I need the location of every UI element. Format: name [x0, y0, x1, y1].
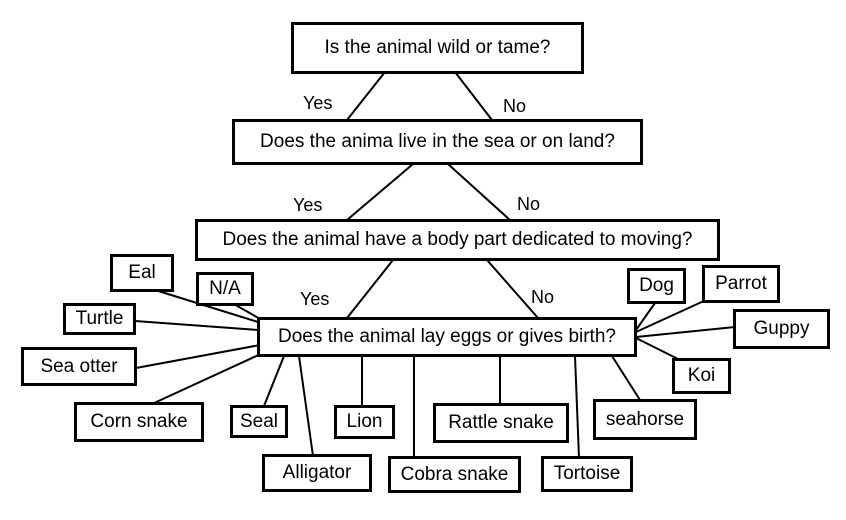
connector-q2-no [447, 163, 511, 221]
no-label-q1: No [503, 96, 527, 116]
connector-parrot [635, 299, 707, 333]
yes-label-q3: Yes [300, 289, 330, 309]
animal-eal: Eal [110, 254, 174, 292]
animal-guppy: Guppy [733, 309, 830, 349]
animal-eal-text: Eal [128, 262, 156, 283]
connector-q3-yes [346, 259, 394, 319]
no-label-q2: No [517, 194, 541, 214]
animal-sea-otter: Sea otter [21, 347, 137, 386]
animal-corn-snake: Corn snake [74, 402, 204, 442]
connector-eal [154, 289, 259, 323]
animal-lion: Lion [334, 405, 395, 439]
animal-guppy-text: Guppy [753, 318, 810, 339]
animal-rattle-snake-text: Rattle snake [448, 412, 554, 433]
animal-dog-text: Dog [639, 275, 674, 296]
question-wild-or-tame: Is the animal wild or tame? [291, 22, 584, 74]
question-eggs-or-birth: Does the animal lay eggs or gives birth? [257, 317, 637, 357]
question-eggs-or-birth-text: Does the animal lay eggs or gives birth? [278, 326, 616, 347]
yes-label-q1: Yes [303, 93, 333, 113]
animal-koi-text: Koi [687, 365, 716, 386]
connector-seahorse [611, 355, 641, 401]
connector-guppy [635, 326, 736, 338]
animal-na-text: N/A [209, 278, 241, 299]
connector-corn-snake [151, 351, 266, 405]
animal-tortoise-text: Tortoise [553, 463, 621, 484]
no-label-q3: No [531, 287, 555, 307]
animal-seahorse-text: seahorse [605, 408, 685, 430]
animal-seal-text: Seal [239, 410, 279, 432]
animal-cobra-snake: Cobra snake [388, 456, 521, 493]
animal-turtle: Turtle [63, 303, 136, 335]
animal-cobra-snake-text: Cobra snake [400, 463, 509, 485]
connector-dog [635, 302, 656, 331]
animal-koi: Koi [672, 358, 731, 394]
animal-sea-otter-text: Sea otter [40, 355, 118, 377]
connector-q1-no [454, 71, 493, 121]
animal-parrot: Parrot [702, 265, 780, 303]
animal-dog: Dog [627, 268, 686, 304]
connector-q3-no [486, 259, 539, 319]
animal-alligator: Alligator [262, 454, 372, 492]
connector-turtle [134, 320, 259, 331]
animal-seahorse: seahorse [593, 399, 697, 440]
animal-lion-text: Lion [346, 411, 383, 432]
connector-koi [635, 337, 681, 361]
question-sea-or-land-text: Does the anima live in the sea or on lan… [260, 131, 615, 152]
question-body-part-moving: Does the animal have a body part dedicat… [195, 219, 720, 261]
connector-tortoise [574, 355, 580, 459]
animal-tortoise: Tortoise [541, 456, 633, 492]
connector-sea-otter [135, 344, 261, 369]
connector-q2-yes [346, 163, 414, 221]
animal-corn-snake-text: Corn snake [90, 411, 188, 432]
animal-parrot-text: Parrot [715, 273, 767, 294]
connector-q1-yes [346, 71, 386, 121]
yes-label-q2: Yes [293, 195, 323, 215]
connector-seal [263, 355, 285, 407]
animal-rattle-snake: Rattle snake [433, 403, 569, 443]
question-sea-or-land: Does the anima live in the sea or on lan… [232, 119, 643, 165]
connector-alligator [298, 355, 314, 457]
question-body-part-moving-text: Does the animal have a body part dedicat… [222, 229, 693, 250]
animal-alligator-text: Alligator [282, 462, 352, 483]
question-wild-or-tame-text: Is the animal wild or tame? [324, 37, 551, 58]
animal-na: N/A [196, 272, 254, 306]
animal-turtle-text: Turtle [75, 308, 124, 329]
animal-seal: Seal [230, 405, 288, 438]
